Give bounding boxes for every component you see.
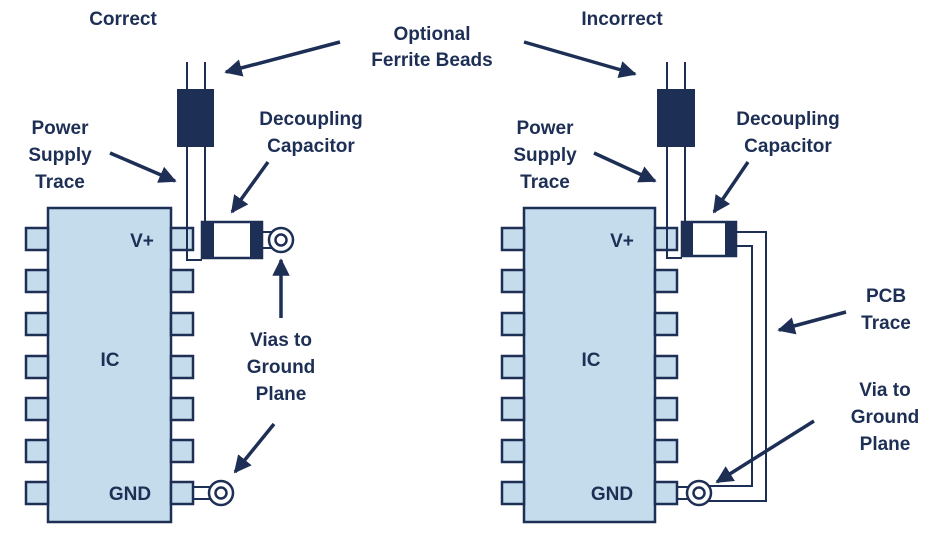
arrow-via-down-left [233, 422, 276, 474]
ic-pins-right-side [169, 226, 195, 506]
decoupling-label-1-right: Decoupling [736, 109, 839, 130]
ic-label-right: IC [582, 350, 601, 371]
arrow-decoupling-left [230, 160, 270, 214]
arrow-power-trace-left [109, 151, 177, 183]
decoupling-label-2-left: Capacitor [267, 136, 355, 157]
ferrite-bead-right [657, 89, 695, 147]
ferrite-bead-left [177, 89, 214, 147]
ic-pins-left-side [24, 226, 50, 506]
optional-label-line1: Optional [393, 24, 470, 45]
power-label-3-left: Trace [35, 172, 85, 193]
title-correct: Correct [89, 9, 157, 30]
decoupling-label-1-left: Decoupling [259, 109, 362, 130]
via-label-3-right: Plane [860, 434, 911, 455]
power-label-2-right: Supply [513, 145, 577, 166]
via-gnd-left [207, 479, 235, 507]
gnd-label-right: GND [591, 484, 633, 505]
power-label-1-left: Power [31, 118, 89, 139]
ic-pins-left-side-right [500, 226, 526, 506]
vias-label-1-left: Vias to [250, 330, 312, 351]
ic-body-right [522, 206, 657, 524]
pcb-label-2-right: Trace [861, 313, 911, 334]
decoupling-capacitor-right [680, 220, 738, 258]
vplus-label-right: V+ [610, 231, 634, 252]
arrow-decoupling-right [712, 161, 750, 214]
via-cap-left [267, 226, 295, 254]
incorrect-layout: Incorrect Power Supply Trace Decoupling … [500, 9, 920, 524]
ic-body-left [46, 206, 173, 524]
power-label-3-right: Trace [520, 172, 570, 193]
correct-layout: Correct Power Supply Trace Decoupling Ca… [24, 9, 363, 524]
arrow-ferrite-left [224, 40, 341, 77]
cap-via-trace-left [262, 231, 272, 249]
vias-label-3-left: Plane [256, 384, 307, 405]
vias-label-2-left: Ground [247, 357, 316, 378]
via-label-2-right: Ground [851, 407, 920, 428]
arrow-power-trace-right [593, 151, 657, 183]
decoupling-capacitor-left [200, 220, 264, 260]
via-label-1-right: Via to [859, 380, 910, 401]
ic-label-left: IC [101, 350, 120, 371]
via-gnd-right [685, 479, 713, 507]
ic-pins-right-side-right [653, 226, 679, 506]
title-incorrect: Incorrect [581, 9, 663, 30]
power-label-2-left: Supply [28, 145, 92, 166]
pcb-label-1-right: PCB [866, 286, 906, 307]
gnd-label-left: GND [109, 484, 151, 505]
pcb-trace-right [707, 231, 767, 502]
decoupling-label-2-right: Capacitor [744, 136, 832, 157]
power-label-1-right: Power [516, 118, 574, 139]
arrow-ferrite-right [523, 40, 637, 79]
optional-label-line2: Ferrite Beads [371, 50, 492, 71]
vplus-label-left: V+ [130, 231, 154, 252]
arrow-via-right [715, 419, 815, 484]
gnd-trace-left [193, 486, 212, 500]
arrow-pcb-trace-right [777, 310, 847, 335]
